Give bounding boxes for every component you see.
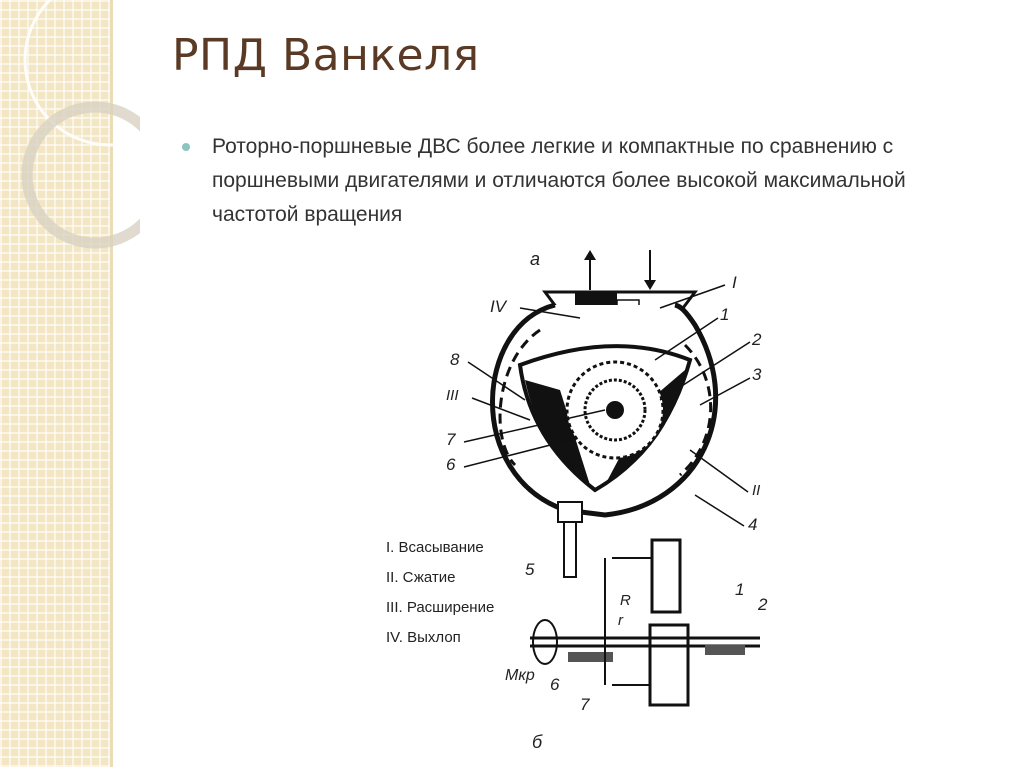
legend-item: I. Всасывание — [386, 539, 484, 556]
callout: 4 — [748, 515, 757, 534]
callout: r — [618, 612, 624, 629]
callout: II — [752, 482, 760, 499]
label-b: б — [532, 732, 543, 752]
callout: 6 — [550, 675, 560, 694]
callout: R — [620, 592, 631, 609]
bullet-item: Роторно-поршневые ДВС более легкие и ком… — [182, 130, 962, 232]
callout: IV — [490, 297, 508, 316]
legend-item: IV. Выхлоп — [386, 629, 461, 646]
callout: 7 — [446, 430, 456, 449]
callout: 1 — [720, 305, 729, 324]
legend-item: III. Расширение — [386, 599, 494, 616]
bullet-list: Роторно-поршневые ДВС более легкие и ком… — [182, 130, 962, 232]
callout: 1 — [735, 580, 744, 599]
callout: 3 — [752, 365, 762, 384]
wankel-engine-diagram: а I IV 1 2 3 8 III 7 6 II 4 I. Всасывани… — [386, 249, 768, 752]
callout: III — [446, 387, 459, 404]
decorative-sidebar — [0, 0, 110, 767]
bullet-dot — [182, 143, 190, 151]
sidebar-edge — [110, 0, 113, 767]
bullet-text: Роторно-поршневые ДВС более легкие и ком… — [212, 135, 906, 226]
callout: 6 — [446, 455, 456, 474]
callout: 5 — [525, 560, 535, 579]
callout: 7 — [580, 695, 590, 714]
legend-item: II. Сжатие — [386, 569, 455, 586]
callout: I — [732, 273, 737, 292]
label-a: а — [530, 249, 540, 269]
callout: 2 — [751, 330, 762, 349]
callout: 2 — [757, 595, 768, 614]
callout: 8 — [450, 350, 460, 369]
decorative-rings — [21, 0, 140, 249]
slide-title: РПД Ванкеля — [172, 30, 480, 81]
torque-label: Мкр — [505, 667, 535, 684]
